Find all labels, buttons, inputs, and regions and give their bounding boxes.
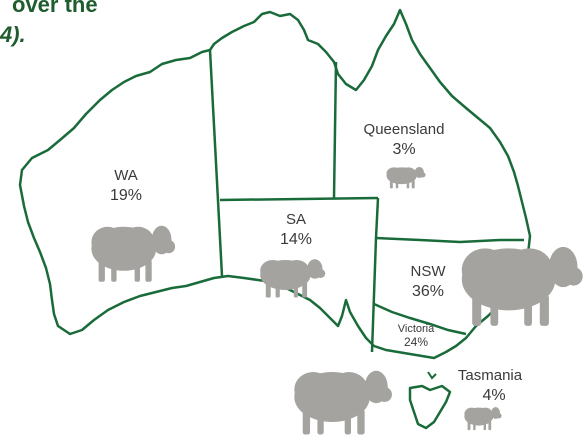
state-label-wa: WA bbox=[114, 167, 138, 184]
state-label-queensland: Queensland bbox=[364, 121, 445, 138]
border-nsw-vic bbox=[373, 302, 467, 336]
state-label-sa: SA bbox=[286, 211, 306, 228]
sheep-icon bbox=[386, 166, 426, 189]
border-nt-qld bbox=[332, 61, 338, 199]
mainland-outline bbox=[18, 8, 532, 360]
sheep-icon bbox=[464, 407, 502, 431]
title-fragment-line2: 4). bbox=[0, 22, 26, 47]
sheep-icon bbox=[91, 225, 176, 282]
border-wa bbox=[208, 49, 224, 277]
state-percent-queensland: 3% bbox=[392, 141, 415, 158]
sheep-icon bbox=[461, 246, 583, 326]
title-fragment-line1: over the bbox=[12, 0, 98, 17]
state-percent-tasmania: 4% bbox=[482, 387, 505, 404]
tasmania-outline bbox=[408, 384, 452, 430]
state-percent-sa: 14% bbox=[280, 231, 312, 248]
state-percent-victoria: 24% bbox=[404, 335, 428, 349]
border-nt-south bbox=[219, 196, 379, 202]
state-label-nsw: NSW bbox=[411, 263, 447, 280]
sheep-icon bbox=[294, 370, 392, 435]
border-qld-nsw bbox=[375, 236, 524, 244]
tasmania-island-small bbox=[427, 371, 437, 380]
state-label-tasmania: Tasmania bbox=[458, 367, 523, 384]
state-percent-nsw: 36% bbox=[412, 283, 444, 300]
state-percent-wa: 19% bbox=[110, 187, 142, 204]
state-label-victoria: Victoria bbox=[398, 323, 435, 335]
border-sa-east bbox=[370, 197, 380, 353]
